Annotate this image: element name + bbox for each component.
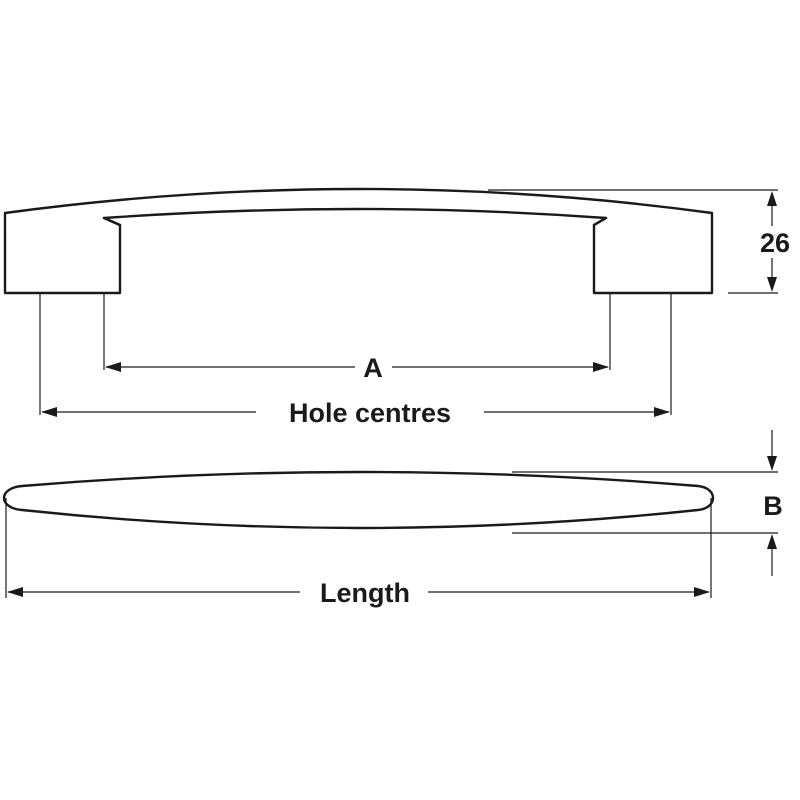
b-dimension: B xyxy=(512,430,783,576)
handle-front-outline xyxy=(3,187,714,295)
a-dimension: A xyxy=(105,353,609,383)
handle-top-outline xyxy=(3,470,715,530)
hole-centres-dimension: Hole centres xyxy=(41,398,670,428)
a-label: A xyxy=(363,353,383,383)
handle-front-inner-edge xyxy=(102,216,608,227)
height-value-label: 26 xyxy=(760,228,790,258)
handle-front-view xyxy=(3,187,714,295)
length-dimension: Length xyxy=(5,498,712,608)
height-dimension: 26 xyxy=(488,189,790,294)
hole-centres-label: Hole centres xyxy=(289,398,451,428)
b-label: B xyxy=(763,491,783,521)
length-label: Length xyxy=(320,578,410,608)
leg-extension-lines xyxy=(39,293,672,415)
handle-top-view xyxy=(3,470,715,530)
